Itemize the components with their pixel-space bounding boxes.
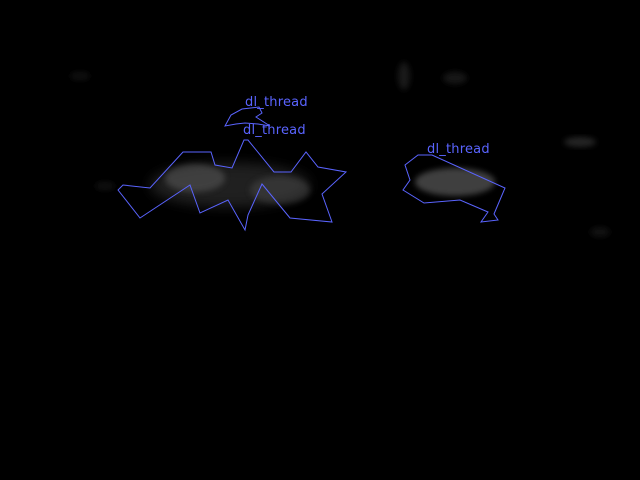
annotation-overlays	[117, 106, 506, 232]
faint-blob	[95, 182, 115, 190]
annotation-polygon-small	[224, 106, 271, 127]
faint-blob	[564, 137, 596, 147]
faint-blob	[443, 72, 467, 84]
annotation-label: dl_thread	[243, 123, 306, 138]
faint-blob	[165, 164, 225, 192]
annotation-polygon-right	[402, 154, 506, 223]
annotation-label: dl_thread	[427, 142, 490, 157]
faint-blob	[415, 168, 495, 196]
annotation-label: dl_thread	[245, 95, 308, 110]
faint-blob	[70, 72, 90, 80]
faint-blob	[250, 176, 310, 204]
faint-blob	[398, 62, 410, 90]
image-content	[70, 62, 610, 237]
annotation-labels: dl_thread dl_thread dl_thread	[243, 95, 490, 157]
annotation-polygon-large	[117, 139, 348, 232]
faint-blob	[590, 227, 610, 237]
